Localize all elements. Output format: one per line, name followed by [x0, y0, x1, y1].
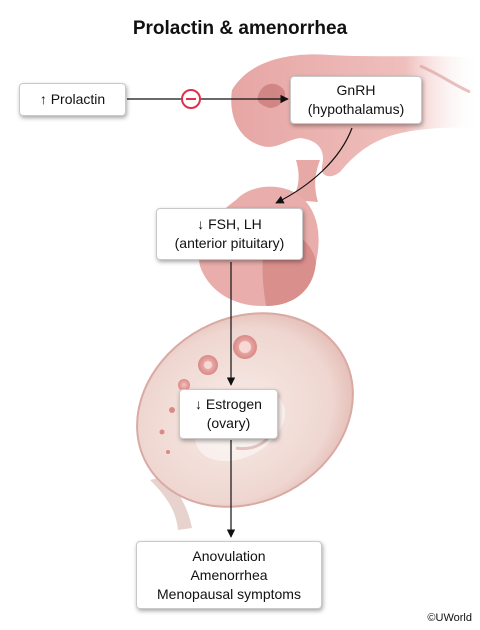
gnrh-sublabel: (hypothalamus) — [307, 101, 405, 117]
copyright-credit: ©UWorld — [427, 612, 472, 624]
prolactin-box: ↑ Prolactin — [19, 83, 126, 116]
prolactin-label: ↑ Prolactin — [39, 91, 106, 107]
gnrh-box: GnRH (hypothalamus) — [290, 76, 422, 124]
outcome-amenorrhea: Amenorrhea — [190, 566, 268, 583]
outcome-menopausal-symptoms: Menopausal symptoms — [157, 585, 301, 602]
gnrh-to-pituitary-arrow — [275, 127, 353, 204]
estrogen-box: ↓ Estrogen (ovary) — [179, 389, 278, 439]
outcomes-box: Anovulation Amenorrhea Menopausal sympto… — [136, 541, 322, 609]
fsh-lh-box: ↓ FSH, LH (anterior pituitary) — [156, 208, 303, 260]
diagram-title: Prolactin & amenorrhea — [132, 18, 348, 39]
fsh-lh-sublabel: (anterior pituitary) — [174, 235, 285, 251]
fsh-lh-label: ↓ FSH, LH — [197, 216, 262, 232]
outcome-anovulation: Anovulation — [192, 547, 266, 564]
gnrh-label: GnRH — [336, 82, 376, 98]
estrogen-sublabel: (ovary) — [206, 415, 251, 431]
inhibition-icon — [181, 89, 201, 109]
estrogen-label: ↓ Estrogen — [195, 396, 262, 412]
